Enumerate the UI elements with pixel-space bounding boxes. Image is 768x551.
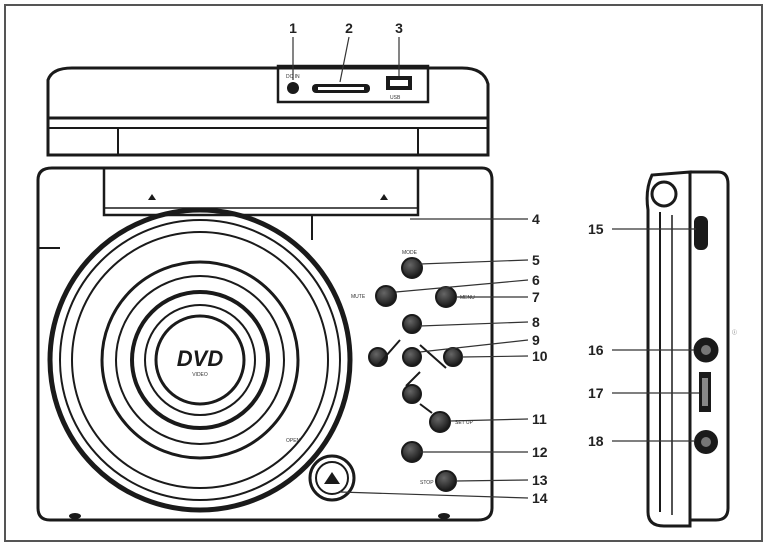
callout-12: 12 xyxy=(532,444,548,460)
callout-6: 6 xyxy=(532,272,540,288)
left-button[interactable] xyxy=(368,347,388,367)
control-buttons xyxy=(368,257,463,492)
svg-text:OPEN: OPEN xyxy=(286,438,301,444)
figure-frame xyxy=(4,4,763,542)
callout-17: 17 xyxy=(588,385,604,401)
top-connector-panel xyxy=(276,64,430,104)
menu-button[interactable] xyxy=(435,286,457,308)
dvd-logo: DVD xyxy=(177,346,224,371)
top-jack-1 xyxy=(287,82,299,94)
setup-button[interactable] xyxy=(429,411,451,433)
callout-3: 3 xyxy=(395,20,403,36)
callout-5: 5 xyxy=(532,252,540,268)
front-view xyxy=(36,166,494,522)
side-hinge xyxy=(650,180,678,208)
callout-10: 10 xyxy=(532,348,548,364)
svg-text:ⓘ: ⓘ xyxy=(732,329,737,336)
side-view xyxy=(645,170,730,528)
callout-numbers: 1 2 3 4 5 6 7 8 9 10 11 12 13 14 15 16 1… xyxy=(289,20,604,506)
enter-button[interactable] xyxy=(402,347,422,367)
top-view xyxy=(46,64,490,157)
callout-4: 4 xyxy=(532,211,540,227)
callout-13: 13 xyxy=(532,472,548,488)
callout-14: 14 xyxy=(532,490,548,506)
svg-text:SET UP: SET UP xyxy=(455,420,474,426)
callout-2: 2 xyxy=(345,20,353,36)
callout-15: 15 xyxy=(588,221,604,237)
callout-11: 11 xyxy=(532,411,547,427)
callout-9: 9 xyxy=(532,332,540,348)
right-button[interactable] xyxy=(443,347,463,367)
play-pause-button[interactable] xyxy=(401,441,423,463)
callout-18: 18 xyxy=(588,433,604,449)
open-button[interactable] xyxy=(308,454,356,502)
volume-wheel[interactable] xyxy=(694,216,708,250)
callout-8: 8 xyxy=(532,314,540,330)
svg-text:STOP: STOP xyxy=(420,480,434,486)
down-button[interactable] xyxy=(402,384,422,404)
svg-text:VIDEO: VIDEO xyxy=(192,372,208,378)
stop-button[interactable] xyxy=(435,470,457,492)
svg-text:MUTE: MUTE xyxy=(351,294,366,300)
callout-lines xyxy=(292,36,699,499)
up-button[interactable] xyxy=(402,314,422,334)
mode-button[interactable] xyxy=(401,257,423,279)
callout-16: 16 xyxy=(588,342,604,358)
callout-7: 7 xyxy=(532,289,540,305)
svg-text:MODE: MODE xyxy=(402,250,418,256)
callout-1: 1 xyxy=(289,20,297,36)
svg-text:MENU: MENU xyxy=(460,295,475,301)
mute-button[interactable] xyxy=(375,285,397,307)
svg-text:USB: USB xyxy=(390,95,401,101)
disc-lid xyxy=(47,207,353,513)
